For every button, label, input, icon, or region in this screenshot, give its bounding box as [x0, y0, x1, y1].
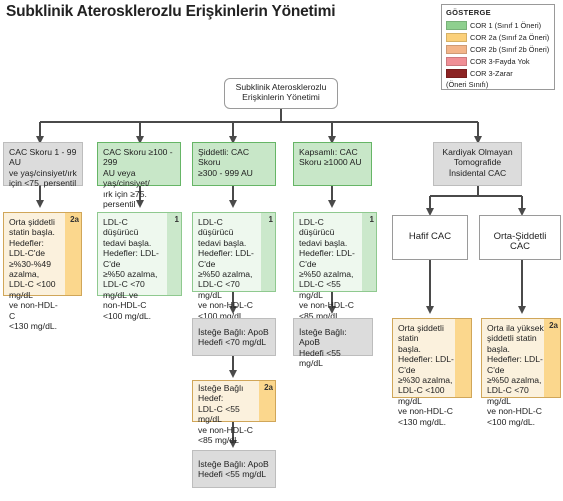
legend-swatch-cor3-harm	[446, 68, 467, 78]
cor-strip	[167, 213, 181, 295]
legend-item-cor3-no-benefit: COR 3-Fayda Yok	[446, 55, 550, 67]
legend-label: COR 1 (Sınıf 1 Öneri)	[470, 20, 542, 30]
legend-swatch-cor1	[446, 20, 467, 30]
cor-badge: 2a	[549, 321, 558, 330]
category-label: CAC Skoru ≥100 - 299 AU veya yaş/cinsiye…	[103, 147, 173, 210]
recommendation-cac-100-299: 1 LDL-C düşürücü tedavi başla. Hedefler:…	[97, 212, 182, 321]
optional-apob-55: İsteğe Bağlı: ApoB Hedefi <55 mg/dL	[192, 450, 276, 488]
node-label: Orta-Şiddetli CAC	[493, 231, 547, 253]
category-incidental-cac: Kardiyak Olmayan Tomografide İnsidental …	[433, 142, 522, 186]
recommendation-text: Orta şiddetli statin başla. Hedefler: LD…	[398, 323, 454, 427]
category-cac-300-999: Şiddetli: CAC Skoru ≥300 - 999 AU	[192, 142, 276, 186]
legend-note: (Öneri Sınıfı)	[446, 80, 489, 89]
recommendation-mild-cac: Orta şiddetli statin başla. Hedefler: LD…	[392, 318, 472, 427]
category-label: Şiddetli: CAC Skoru ≥300 - 999 AU	[198, 147, 253, 178]
legend-heading: GÖSTERGE	[446, 8, 491, 17]
recommendation-text: LDL-C düşürücü tedavi başla. Hedefler: L…	[198, 217, 254, 321]
cor-strip	[362, 213, 376, 291]
recommendation-text: LDL-C düşürücü tedavi başla. Hedefler: L…	[299, 217, 355, 321]
category-label: CAC Skoru 1 - 99 AU ve yaş/cinsiyet/ırk …	[9, 147, 77, 189]
recommendation-text: Orta ila yüksek şiddetli statin başla. H…	[487, 323, 544, 427]
legend-item-cor1: COR 1 (Sınıf 1 Öneri)	[446, 19, 550, 31]
legend: GÖSTERGE COR 1 (Sınıf 1 Öneri) COR 2a (S…	[441, 4, 555, 90]
recommendation-text: Orta şiddetli statin başla. Hedefler: LD…	[9, 217, 58, 332]
category-cac-100-299: CAC Skoru ≥100 - 299 AU veya yaş/cinsiye…	[97, 142, 181, 209]
legend-swatch-cor2a	[446, 32, 467, 42]
cor-strip	[261, 213, 275, 291]
optional-text: İsteğe Bağlı Hedef: LDL-C <55 mg/dL ve n…	[198, 383, 253, 446]
legend-label: COR 3-Fayda Yok	[470, 56, 530, 66]
optional-text: İsteğe Bağlı: ApoB Hedefi <55 mg/dL	[299, 327, 347, 369]
cor-badge: 1	[268, 215, 273, 224]
legend-label: COR 3-Zarar	[470, 68, 513, 78]
recommendation-text: LDL-C düşürücü tedavi başla. Hedefler: L…	[103, 217, 159, 321]
category-label: Kardiyak Olmayan Tomografide İnsidental …	[442, 147, 513, 178]
cor-strip	[65, 213, 81, 295]
recommendation-cac-300-999: 1 LDL-C düşürücü tedavi başla. Hedefler:…	[192, 212, 276, 321]
category-label: Kapsamlı: CAC Skoru ≥1000 AU	[299, 147, 362, 168]
cor-strip	[455, 319, 471, 397]
root-node-label: Subklinik Aterosklerozlu Erişkinlerin Yö…	[235, 82, 327, 103]
root-node: Subklinik Aterosklerozlu Erişkinlerin Yö…	[224, 78, 338, 109]
optional-apob-70: İsteğe Bağlı: ApoB Hedefi <70 mg/dL	[192, 318, 276, 356]
recommendation-cac-1-99: 2a Orta şiddetli statin başla. Hedefler:…	[3, 212, 82, 331]
node-label: Hafif CAC	[408, 231, 452, 242]
legend-swatch-cor3-no-benefit	[446, 56, 467, 66]
page-title: Subklinik Aterosklerozlu Erişkinlerin Yö…	[6, 3, 336, 20]
cor-badge: 1	[369, 215, 374, 224]
legend-swatch-cor2b	[446, 44, 467, 54]
optional-text: İsteğe Bağlı: ApoB Hedefi <70 mg/dL	[198, 327, 269, 348]
category-cac-1000: Kapsamlı: CAC Skoru ≥1000 AU	[293, 142, 372, 186]
category-cac-1-99: CAC Skoru 1 - 99 AU ve yaş/cinsiyet/ırk …	[3, 142, 83, 189]
legend-item-cor2a: COR 2a (Sınıf 2a Öneri)	[446, 31, 550, 43]
legend-item-cor2b: COR 2b (Sınıf 2b Öneri)	[446, 43, 550, 55]
cor-badge: 2a	[264, 383, 273, 392]
cor-badge: 1	[174, 215, 179, 224]
legend-label: COR 2b (Sınıf 2b Öneri)	[470, 44, 550, 54]
cor-strip	[259, 381, 275, 421]
optional-apob-55-cac1000: İsteğe Bağlı: ApoB Hedefi <55 mg/dL	[293, 318, 373, 368]
legend-label: COR 2a (Sınıf 2a Öneri)	[470, 32, 550, 42]
optional-text: İsteğe Bağlı: ApoB Hedefi <55 mg/dL	[198, 459, 269, 480]
recommendation-cac-1000: 1 LDL-C düşürücü tedavi başla. Hedefler:…	[293, 212, 377, 321]
recommendation-moderate-severe-cac: 2a Orta ila yüksek şiddetli statin başla…	[481, 318, 561, 427]
node-mild-cac: Hafif CAC	[392, 215, 468, 260]
legend-item-cor3-harm: COR 3-Zarar	[446, 67, 550, 79]
node-moderate-severe-cac: Orta-Şiddetli CAC	[479, 215, 561, 260]
cor-strip	[544, 319, 560, 397]
optional-ldl-55: 2a İsteğe Bağlı Hedef: LDL-C <55 mg/dL v…	[192, 380, 276, 445]
cor-badge: 2a	[70, 215, 79, 224]
